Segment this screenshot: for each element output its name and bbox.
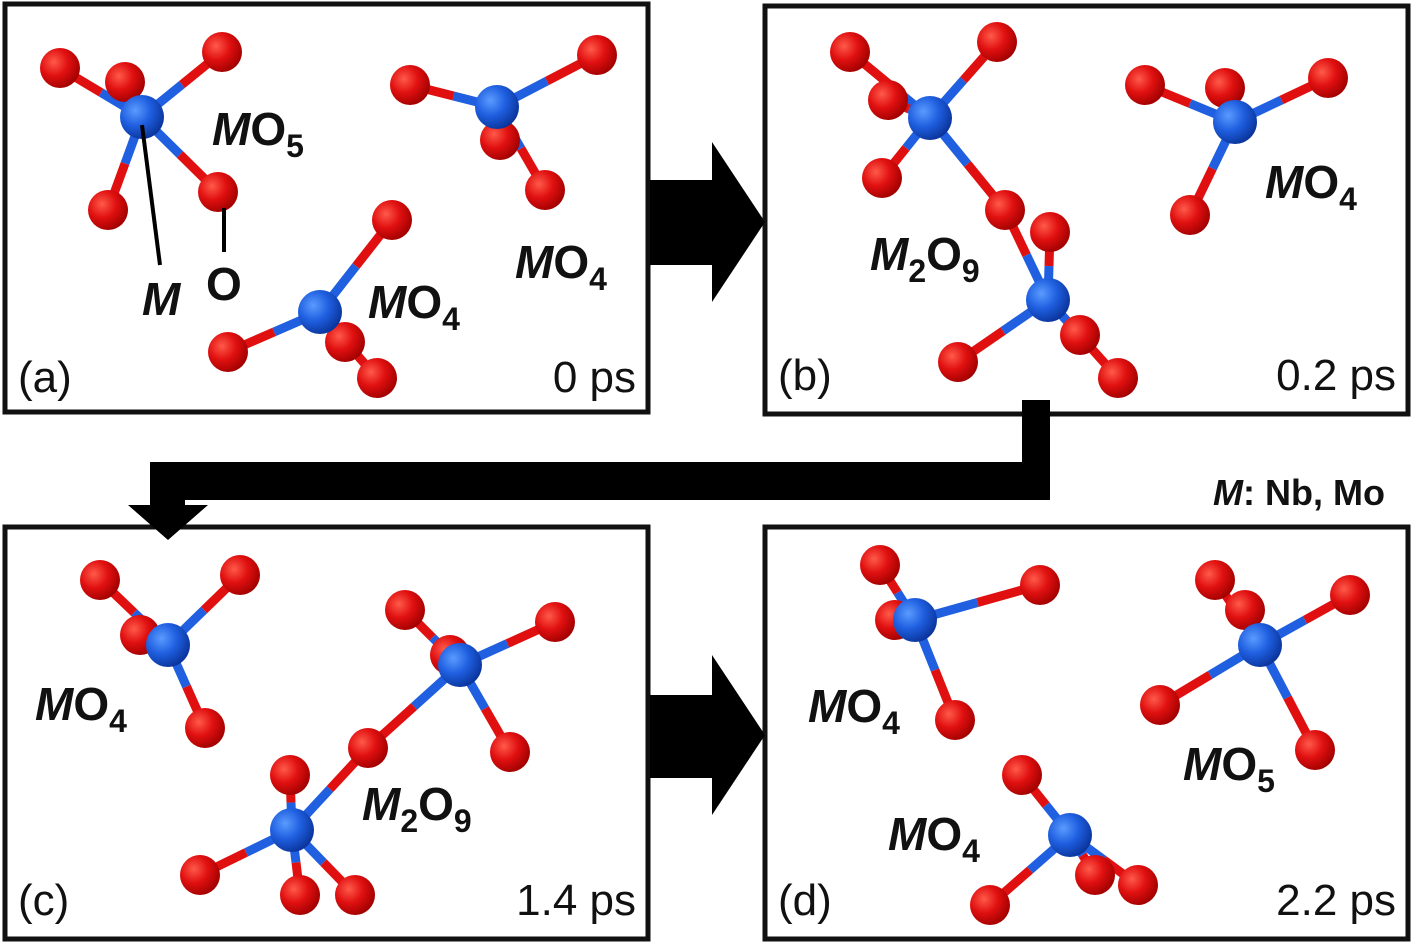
arrow-c-to-d xyxy=(650,655,765,815)
oxygen-atom xyxy=(88,190,128,230)
metal-atom xyxy=(120,95,164,139)
oxygen-atom xyxy=(198,172,238,212)
oxygen-atom xyxy=(220,555,260,595)
label-mo5-d: MO5 xyxy=(1183,738,1275,799)
label-mo4-d2: MO4 xyxy=(888,808,980,869)
oxygen-atom xyxy=(1020,565,1060,605)
oxygen-atom xyxy=(1118,865,1158,905)
oxygen-atom xyxy=(830,32,870,72)
oxygen-atom xyxy=(1195,560,1235,600)
oxygen-atom xyxy=(1330,575,1370,615)
panel-a-frame xyxy=(2,1,651,415)
metal-atom xyxy=(1026,278,1070,322)
oxygen-atom xyxy=(40,48,80,88)
arrow-b-to-c xyxy=(128,400,1050,540)
oxygen-atom xyxy=(1308,58,1348,98)
oxygen-atom xyxy=(1060,315,1100,355)
arrow-a-to-b xyxy=(650,142,765,302)
oxygen-atom xyxy=(860,545,900,585)
metal-atom xyxy=(438,643,482,687)
metal-atom xyxy=(475,85,519,129)
oxygen-atom xyxy=(1098,358,1138,398)
metal-atom-label: M xyxy=(142,273,182,325)
molecules xyxy=(40,22,1370,925)
panel-d-tag: (d) xyxy=(778,876,832,925)
panel-b-frame xyxy=(762,3,1411,417)
panel-c-tag: (c) xyxy=(18,876,69,925)
oxygen-atom xyxy=(80,560,120,600)
panel-c-time: 1.4 ps xyxy=(516,876,636,925)
panel-b-tag: (b) xyxy=(778,351,832,400)
oxygen-atom xyxy=(348,728,388,768)
panel-b-time: 0.2 ps xyxy=(1276,351,1396,400)
oxygen-atom xyxy=(185,708,225,748)
oxygen-atom xyxy=(525,170,565,210)
oxygen-atom xyxy=(970,885,1010,925)
metal-atom xyxy=(1238,623,1282,667)
oxygen-atom xyxy=(1140,685,1180,725)
metal-atom xyxy=(908,96,952,140)
panel-c-frame xyxy=(2,524,651,942)
metal-atom xyxy=(270,808,314,852)
oxygen-atom xyxy=(105,62,145,102)
oxygen-atom xyxy=(202,32,242,72)
oxygen-atom xyxy=(208,332,248,372)
oxygen-atom xyxy=(490,732,530,772)
label-mo4-c: MO4 xyxy=(35,678,127,739)
oxygen-atom xyxy=(1030,212,1070,252)
label-mo5-a: MO5 xyxy=(212,103,304,164)
oxygen-atom xyxy=(280,875,320,915)
panel-a-tag: (a) xyxy=(18,353,72,402)
oxygen-atom xyxy=(535,602,575,642)
oxygen-atom xyxy=(1002,755,1042,795)
oxygen-atom xyxy=(1075,855,1115,895)
oxygen-atom xyxy=(977,22,1017,62)
label-m2o9-b: M2O9 xyxy=(870,228,980,289)
oxygen-atom xyxy=(180,855,220,895)
metal-atom xyxy=(298,290,342,334)
label-mo4-a1: MO4 xyxy=(515,236,607,297)
panel-d-frame xyxy=(762,524,1411,942)
oxygen-atom xyxy=(335,875,375,915)
label-mo4-b: MO4 xyxy=(1265,156,1357,217)
panel-d-time: 2.2 ps xyxy=(1276,876,1396,925)
oxygen-atom xyxy=(372,200,412,240)
metal-pointer-line xyxy=(140,124,162,266)
oxygen-atom xyxy=(357,358,397,398)
oxygen-atom xyxy=(1225,590,1265,630)
label-mo4-a2: MO4 xyxy=(368,276,460,337)
oxygen-atom xyxy=(480,120,520,160)
oxygen-atom xyxy=(1125,65,1165,105)
metal-atom xyxy=(1213,100,1257,144)
oxygen-atom-label: O xyxy=(206,258,242,310)
oxygen-atom xyxy=(985,190,1025,230)
oxygen-atom xyxy=(390,65,430,105)
metal-atom xyxy=(146,623,190,667)
metal-atom xyxy=(893,598,937,642)
label-mo4-d1: MO4 xyxy=(808,680,900,741)
metal-atom xyxy=(1048,813,1092,857)
oxygen-atom xyxy=(1295,730,1335,770)
oxygen-atom xyxy=(385,590,425,630)
oxygen-atom xyxy=(938,342,978,382)
panel-a-time: 0 ps xyxy=(553,353,636,402)
label-m2o9-c: M2O9 xyxy=(362,778,472,839)
oxygen-atom xyxy=(1205,68,1245,108)
metal-legend: M: Nb, Mo xyxy=(1213,472,1385,513)
oxygen-atom xyxy=(862,158,902,198)
oxygen-atom xyxy=(270,755,310,795)
oxygen-atom xyxy=(868,80,908,120)
oxygen-atom xyxy=(935,700,975,740)
oxygen-atom xyxy=(325,322,365,362)
oxygen-atom xyxy=(1170,195,1210,235)
oxygen-atom xyxy=(577,35,617,75)
